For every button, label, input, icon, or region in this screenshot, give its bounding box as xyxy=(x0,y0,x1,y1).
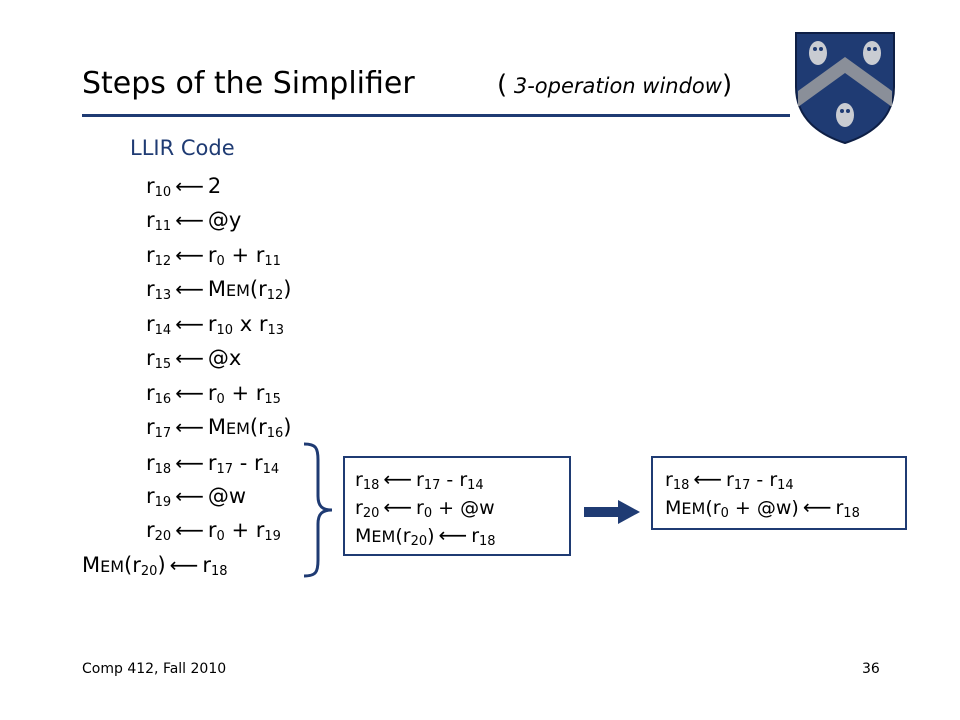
assign-arrow-icon: ⟵ xyxy=(175,174,204,198)
assign-arrow-icon: ⟵ xyxy=(175,312,204,336)
subtitle-close: ) xyxy=(721,70,733,100)
section-label: LLIR Code xyxy=(130,136,235,160)
footer-page-number: 36 xyxy=(862,661,880,677)
assign-arrow-icon: ⟵ xyxy=(175,346,204,370)
assign-arrow-icon: ⟵ xyxy=(383,495,413,519)
result-line-1: r18⟵r17 - r14 xyxy=(665,467,794,493)
code-line: r16⟵r0 + r15 xyxy=(146,381,281,407)
code-line: r12⟵r0 + r11 xyxy=(146,243,281,269)
assign-arrow-icon: ⟵ xyxy=(175,484,204,508)
slide-title: Steps of the Simplifier xyxy=(82,66,415,101)
window-line-2: r20⟵r0 + @w xyxy=(355,495,495,521)
window-line-1: r18⟵r17 - r14 xyxy=(355,467,484,493)
assign-arrow-icon: ⟵ xyxy=(802,495,832,519)
assign-arrow-icon: ⟵ xyxy=(438,523,468,547)
assign-arrow-icon: ⟵ xyxy=(175,208,204,232)
assign-arrow-icon: ⟵ xyxy=(693,467,723,491)
window-line-3: MEM(r20)⟵r18 xyxy=(355,523,496,549)
code-line: MEM(r20)⟵r18 xyxy=(82,553,228,579)
window-brace-icon xyxy=(303,442,333,578)
assign-arrow-icon: ⟵ xyxy=(383,467,413,491)
code-line: r13⟵MEM(r12) xyxy=(146,277,292,303)
assign-arrow-icon: ⟵ xyxy=(175,277,204,301)
window-box: r18⟵r17 - r14 r20⟵r0 + @w MEM(r20)⟵r18 xyxy=(343,456,571,556)
assign-arrow-icon: ⟵ xyxy=(175,415,204,439)
code-line: r11⟵@y xyxy=(146,208,242,234)
result-box: r18⟵r17 - r14 MEM(r0 + @w)⟵r18 xyxy=(651,456,907,530)
code-line: r14⟵r10 x r13 xyxy=(146,312,285,338)
assign-arrow-icon: ⟵ xyxy=(169,553,199,577)
assign-arrow-icon: ⟵ xyxy=(175,243,204,267)
transform-arrow-icon xyxy=(584,500,640,524)
result-line-2: MEM(r0 + @w)⟵r18 xyxy=(665,495,860,521)
code-line: r20⟵r0 + r19 xyxy=(146,518,281,544)
footer-course: Comp 412, Fall 2010 xyxy=(82,661,227,677)
code-line: r10⟵2 xyxy=(146,174,222,200)
assign-arrow-icon: ⟵ xyxy=(175,518,204,542)
assign-arrow-icon: ⟵ xyxy=(175,451,204,475)
assign-arrow-icon: ⟵ xyxy=(175,381,204,405)
code-line: r17⟵MEM(r16) xyxy=(146,415,292,441)
slide-subtitle: ( 3-operation window) xyxy=(497,70,732,100)
title-rule xyxy=(82,114,790,117)
university-crest-icon xyxy=(795,32,895,145)
code-line: r18⟵r17 - r14 xyxy=(146,451,280,477)
code-line: r15⟵@x xyxy=(146,346,242,372)
code-line: r19⟵@w xyxy=(146,484,247,510)
subtitle-italic: 3-operation window xyxy=(507,74,722,98)
subtitle-open: ( xyxy=(497,70,508,100)
